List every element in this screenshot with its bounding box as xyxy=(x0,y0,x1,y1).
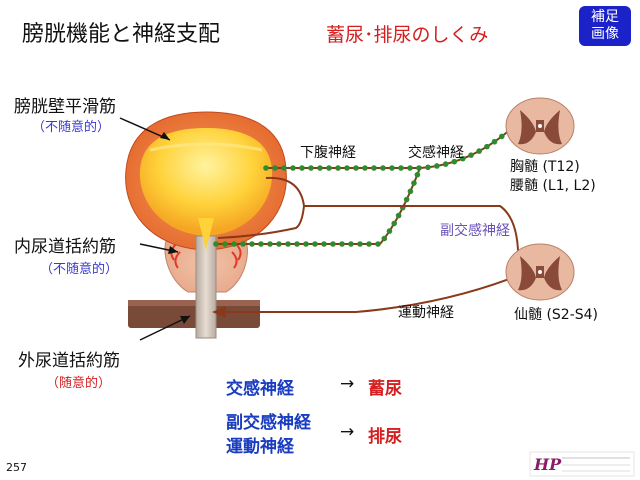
page-subtitle: 蓄尿･排尿のしくみ xyxy=(326,24,489,46)
sympathetic-dot xyxy=(468,152,474,158)
spinal-cord-thoracolumbar xyxy=(505,97,575,155)
label-sympathetic-nerve: 交感神経 xyxy=(408,145,464,161)
sympathetic-dot xyxy=(213,241,219,247)
sympathetic-dot xyxy=(498,133,505,140)
sympathetic-dot xyxy=(285,241,291,247)
label-spinal-upper-2: 腰髄 (L1, L2) xyxy=(510,178,596,194)
sympathetic-dot xyxy=(321,241,327,247)
sympathetic-dot xyxy=(484,143,490,150)
sympathetic-dot xyxy=(366,241,372,247)
sympathetic-dot xyxy=(281,165,287,171)
sympathetic-dot xyxy=(414,171,421,178)
sympathetic-dot xyxy=(294,241,300,247)
label-motor-nerve: 運動神経 xyxy=(398,305,454,321)
sympathetic-dot xyxy=(389,165,395,171)
legend-parasympathetic: 副交感神経 xyxy=(226,413,311,433)
legend-arrow-2: → xyxy=(340,422,355,442)
sympathetic-dot xyxy=(249,241,255,247)
label-hypogastric-nerve: 下腹神経 xyxy=(300,145,356,161)
legend-voiding: 排尿 xyxy=(368,427,402,447)
sympathetic-dot xyxy=(381,235,388,242)
sympathetic-dot xyxy=(339,241,345,247)
publisher-logo: HP xyxy=(529,451,635,477)
sympathetic-dot xyxy=(267,241,273,247)
label-spinal-upper-1: 胸髄 (T12) xyxy=(510,159,580,175)
sympathetic-dot xyxy=(476,148,482,154)
sympathetic-dot xyxy=(398,165,404,171)
badge-line-1: 補足 xyxy=(591,9,619,25)
sympathetic-dot xyxy=(391,220,397,227)
sympathetic-dot xyxy=(353,165,359,171)
parasympathetic-nerve-line xyxy=(265,176,520,267)
legend-storage: 蓄尿 xyxy=(368,379,402,399)
label-internal-sphincter: 内尿道括約筋 xyxy=(14,237,116,257)
label-internal-sphincter-note: （不随意的） xyxy=(40,262,119,277)
pointer-external-sphincter xyxy=(139,315,191,341)
sympathetic-dot xyxy=(231,241,237,247)
sympathetic-dot xyxy=(460,155,466,162)
sympathetic-dot xyxy=(451,158,458,165)
sympathetic-dot xyxy=(344,165,350,171)
label-bladder-wall: 膀胱壁平滑筋 xyxy=(14,97,116,117)
sympathetic-dot xyxy=(240,241,246,247)
motor-nerve-line xyxy=(222,277,513,313)
label-bladder-wall-note: （不随意的） xyxy=(32,120,111,135)
sympathetic-dot xyxy=(375,241,381,247)
sympathetic-dot xyxy=(299,165,305,171)
spinal-cord-sacral xyxy=(505,243,575,301)
sympathetic-dot xyxy=(272,165,278,171)
sympathetic-dot xyxy=(416,165,422,171)
sympathetic-dot xyxy=(317,165,323,171)
sympathetic-dot xyxy=(263,165,269,171)
pelvic-floor-muscle xyxy=(128,300,260,328)
sympathetic-dot xyxy=(308,165,314,171)
label-external-sphincter: 外尿道括約筋 xyxy=(18,351,120,371)
badge-line-2: 画像 xyxy=(591,26,619,42)
sympathetic-dot xyxy=(312,241,318,247)
legend-motor: 運動神経 xyxy=(226,437,294,457)
sympathetic-dot xyxy=(407,188,414,195)
sympathetic-dot xyxy=(326,165,332,171)
sympathetic-dot xyxy=(330,241,336,247)
sympathetic-dot xyxy=(348,241,354,247)
page-title: 膀胱機能と神経支配 xyxy=(22,22,221,47)
sympathetic-dot xyxy=(403,196,410,203)
page-number: 257 xyxy=(6,461,27,474)
sympathetic-dot xyxy=(222,241,228,247)
sympathetic-dots xyxy=(213,127,512,247)
legend-sympathetic: 交感神経 xyxy=(226,379,294,399)
sympathetic-dot xyxy=(491,138,498,145)
sympathetic-dot xyxy=(303,241,309,247)
urine xyxy=(139,128,273,236)
urethra xyxy=(195,235,217,339)
sympathetic-dot xyxy=(276,241,282,247)
label-spinal-lower: 仙髄 (S2-S4) xyxy=(514,307,599,323)
sympathetic-dot xyxy=(386,228,393,234)
sympathetic-dot xyxy=(362,165,368,171)
legend-arrow-1: → xyxy=(340,374,355,394)
sympathetic-dot xyxy=(380,165,386,171)
sympathetic-dot xyxy=(395,212,402,219)
sympathetic-dot xyxy=(442,161,449,167)
sympathetic-dot xyxy=(411,180,417,186)
label-external-sphincter-note: （随意的） xyxy=(46,376,112,391)
sympathetic-dot xyxy=(357,241,363,247)
supplement-image-badge[interactable]: 補足 画像 xyxy=(579,6,631,46)
sympathetic-dot xyxy=(258,241,264,247)
sympathetic-dot xyxy=(335,165,341,171)
sympathetic-dot xyxy=(407,165,413,171)
sympathetic-dot xyxy=(425,164,431,171)
sympathetic-dot xyxy=(371,165,377,171)
sympathetic-dot xyxy=(290,165,296,171)
label-parasympathetic-nerve: 副交感神経 xyxy=(440,223,510,239)
sympathetic-dot xyxy=(434,163,440,169)
svg-text:HP: HP xyxy=(533,455,562,474)
